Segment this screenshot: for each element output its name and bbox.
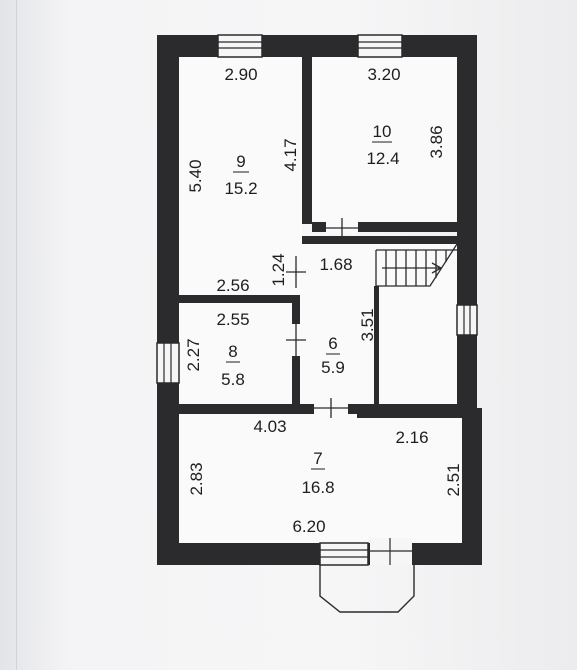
dim-room7-right-top: 2.16	[395, 428, 428, 447]
wall-7-top-right	[357, 404, 467, 418]
window-top-right	[357, 34, 403, 58]
wall-10-bottom	[312, 222, 457, 232]
windows	[156, 34, 478, 566]
entrance	[319, 538, 415, 613]
dim-room7-height: 2.83	[187, 462, 206, 495]
room-6-number: 6	[328, 334, 337, 353]
dim-hall-door: 1.24	[269, 253, 288, 286]
window-right	[456, 304, 478, 336]
room-fills	[179, 57, 462, 543]
wall-9-10	[302, 57, 312, 224]
room-9-area-value: 15.2	[224, 179, 257, 198]
room-8-number: 8	[228, 342, 237, 361]
stair-wall-line	[374, 286, 379, 404]
room-7-area-value: 16.8	[301, 478, 334, 497]
room-7-top-strip	[179, 414, 357, 418]
door-9-hall	[286, 256, 306, 288]
room-10-number: 10	[373, 122, 392, 141]
dim-room7-top: 4.03	[253, 417, 286, 436]
room-8-area-value: 5.8	[221, 370, 245, 389]
room-10-area-value: 12.4	[366, 149, 399, 168]
dim-room9-width: 2.90	[224, 65, 257, 84]
wall-right-lower	[462, 408, 482, 565]
room-9-number: 9	[236, 152, 245, 171]
dimension-labels: 2.90 3.20 5.40 4.17 3.86 2.56 1.24 1.68 …	[184, 65, 463, 536]
wall-right-upper	[457, 35, 477, 425]
dim-room9-wall: 4.17	[281, 138, 300, 171]
door-10-hall	[326, 218, 358, 238]
room-7-area	[179, 418, 462, 543]
dim-room8-height: 2.27	[184, 338, 203, 371]
window-left	[156, 342, 180, 384]
wall-top	[157, 35, 469, 57]
staircase	[375, 243, 458, 287]
interior-doors	[286, 218, 358, 418]
dim-room7-bottom: 6.20	[292, 517, 325, 536]
stair-arrow-head	[431, 262, 443, 274]
dim-room10-width: 3.20	[367, 65, 400, 84]
room-7-number: 7	[313, 449, 322, 468]
door-hall-7	[314, 398, 348, 418]
dim-room7-right: 2.51	[444, 463, 463, 496]
room-9-area	[179, 57, 302, 295]
porch-outline	[319, 565, 415, 613]
wall-left	[157, 35, 179, 565]
paper-margin-line	[16, 0, 17, 670]
dim-room9-height: 5.40	[186, 159, 205, 192]
dim-room10-height: 3.86	[427, 125, 446, 158]
dim-room6-height: 3.51	[358, 308, 377, 341]
room-10-area	[312, 57, 457, 222]
room-8-area	[179, 303, 292, 404]
window-bottom	[319, 542, 369, 566]
window-top-left	[217, 34, 263, 58]
room-6-area-value: 5.9	[321, 358, 345, 377]
room-labels: 9 15.2 10 12.4 8 5.8 6 5.9 7 16.8	[221, 122, 399, 497]
dim-room9-bottom: 2.56	[216, 276, 249, 295]
door-8-hall	[286, 324, 306, 356]
wall-hall-top	[292, 236, 457, 244]
wall-hall-left	[292, 236, 300, 406]
dim-hall-width: 1.68	[319, 255, 352, 274]
wall-8-7	[179, 404, 359, 414]
dim-room8-width: 2.55	[216, 310, 249, 329]
wall-9-8	[179, 295, 294, 303]
